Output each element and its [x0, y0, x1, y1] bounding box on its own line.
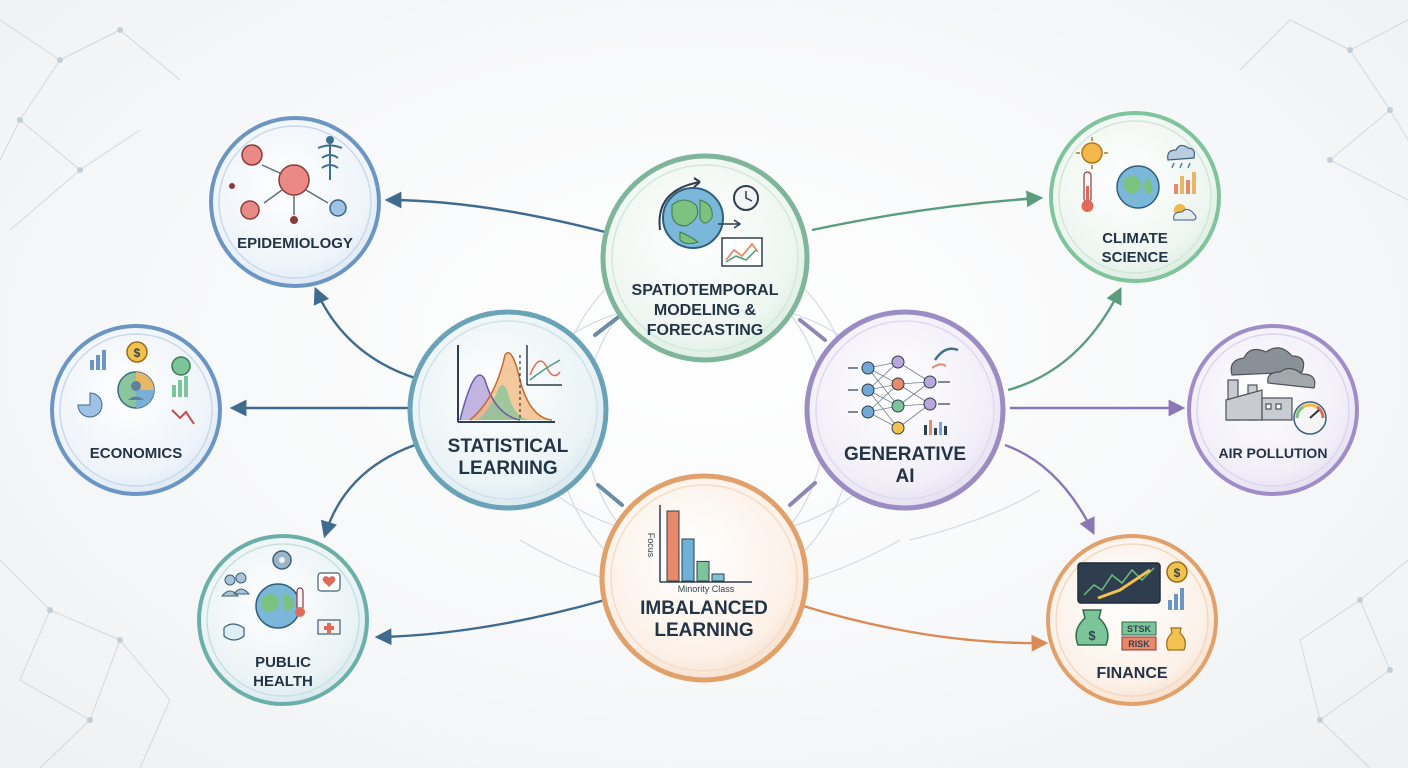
economics-pie-icon [117, 371, 155, 409]
climate-bar-chart-icon [1174, 172, 1196, 194]
node-statistical-learning-label-line2: LEARNING [458, 458, 557, 479]
money-bag-icon: $ [1075, 609, 1109, 646]
edge-generative-to-climate [1007, 286, 1122, 392]
hospital-icon [317, 619, 341, 635]
bar-chart-icon [77, 350, 195, 425]
edge-statistical-to-epidemiology [313, 286, 416, 380]
node-economics[interactable]: $ ECONOMICS [50, 324, 222, 496]
money-bag-symbol: $ [1088, 628, 1096, 643]
mask-icon [223, 623, 245, 641]
people-icon [220, 572, 251, 597]
node-imbalanced-learning-label-line1: IMBALANCED [640, 598, 768, 619]
node-spatiotemporal-label-line2: MODELING & [654, 302, 757, 319]
heart-chat-icon [317, 572, 341, 592]
clock-icon [733, 185, 759, 211]
node-public-health-label-line1: PUBLIC [255, 654, 311, 671]
edge-imbalanced-to-public-health [374, 598, 606, 646]
node-air-pollution-label: AIR POLLUTION [1219, 445, 1328, 461]
globe-icon [658, 177, 724, 249]
node-generative-ai-label-line1: GENERATIVE [844, 444, 966, 465]
node-public-health-label-line2: HEALTH [253, 673, 313, 690]
node-finance[interactable]: $ $ STSK RISK FINANCE [1046, 534, 1218, 706]
node-generative-ai-label-line2: AI [896, 466, 915, 487]
sparkle-icon [931, 347, 959, 369]
partly-cloudy-icon [1173, 204, 1197, 221]
node-economics-label: ECONOMICS [90, 445, 183, 462]
forecast-chart-icon [718, 219, 763, 267]
imbalanced-bar-0 [666, 510, 680, 582]
edge-generative-to-finance [1004, 443, 1095, 536]
node-climate-science[interactable]: CLIMATE SCIENCE [1049, 111, 1221, 283]
thermometer-icon [295, 587, 305, 617]
edges [229, 190, 1186, 652]
monitor-chart-icon [1077, 562, 1161, 604]
node-spatiotemporal-label-line1: SPATIOTEMPORAL [632, 282, 779, 299]
finance-coin-symbol: $ [1174, 566, 1181, 580]
mini-trend-icon [526, 345, 562, 386]
distribution-curves-icon [457, 345, 555, 423]
neural-network-icon [848, 355, 950, 435]
node-public-health[interactable]: PUBLIC HEALTH [197, 534, 369, 706]
background-network-decoration [0, 19, 1408, 768]
node-statistical-learning[interactable]: STATISTICAL LEARNING [407, 309, 609, 511]
imbalanced-bar-1 [681, 538, 695, 582]
edge-spatiotemporal-to-climate [811, 190, 1044, 232]
node-generative-ai[interactable]: GENERATIVE AI [804, 309, 1006, 511]
node-air-pollution[interactable]: AIR POLLUTION [1187, 324, 1359, 496]
imbalanced-bar-chart: Focus Minority Class [646, 505, 752, 594]
caduceus-icon [317, 136, 343, 180]
gauge-icon [1293, 401, 1327, 435]
node-epidemiology[interactable]: EPIDEMIOLOGY [209, 116, 381, 288]
globe-icon [255, 583, 301, 629]
sun-icon [1076, 137, 1108, 169]
imbalanced-bar-3 [711, 573, 725, 582]
node-imbalanced-learning-label-line2: LEARNING [654, 620, 753, 641]
smoke-cloud-icon [1230, 347, 1316, 389]
cloud-rain-icon [1167, 144, 1195, 169]
risk-tags-icon: STSK RISK [1121, 621, 1157, 651]
virus-icon [229, 144, 347, 224]
edge-spatiotemporal-to-epidemiology [384, 191, 606, 234]
thermometer-icon [1081, 171, 1094, 212]
economics-coin-symbol: $ [134, 346, 141, 360]
node-spatiotemporal-label-line3: FORECASTING [647, 322, 763, 339]
node-finance-label: FINANCE [1096, 665, 1167, 682]
factory-icon [1225, 379, 1293, 421]
coin-icon: $ [126, 341, 191, 376]
node-statistical-learning-label-line1: STATISTICAL [448, 436, 569, 457]
node-climate-science-label-line2: SCIENCE [1102, 249, 1169, 266]
edge-statistical-to-public-health [320, 443, 416, 539]
node-climate-science-label-line1: CLIMATE [1102, 230, 1168, 247]
imbalanced-bar-2 [696, 560, 710, 582]
finance-bar-chart-icon [1168, 588, 1184, 610]
node-imbalanced-learning[interactable]: Focus Minority Class IMBALANCED LEARNING [599, 473, 809, 683]
globe-icon [1116, 165, 1160, 209]
finance-tag-stsk: STSK [1127, 624, 1152, 634]
node-epidemiology-label: EPIDEMIOLOGY [237, 235, 353, 252]
edge-imbalanced-to-finance [799, 603, 1049, 652]
dollar-coin-icon: $ [1166, 561, 1188, 583]
imbalanced-chart-caption: Minority Class [678, 584, 735, 594]
glitch-bars-icon [924, 420, 947, 435]
imbalanced-chart-axis-text: Focus [646, 533, 656, 558]
small-bag-icon [1166, 627, 1186, 651]
node-spatiotemporal[interactable]: SPATIOTEMPORAL MODELING & FORECASTING [600, 153, 810, 363]
finance-tag-risk: RISK [1128, 639, 1150, 649]
gear-icon [272, 550, 292, 570]
